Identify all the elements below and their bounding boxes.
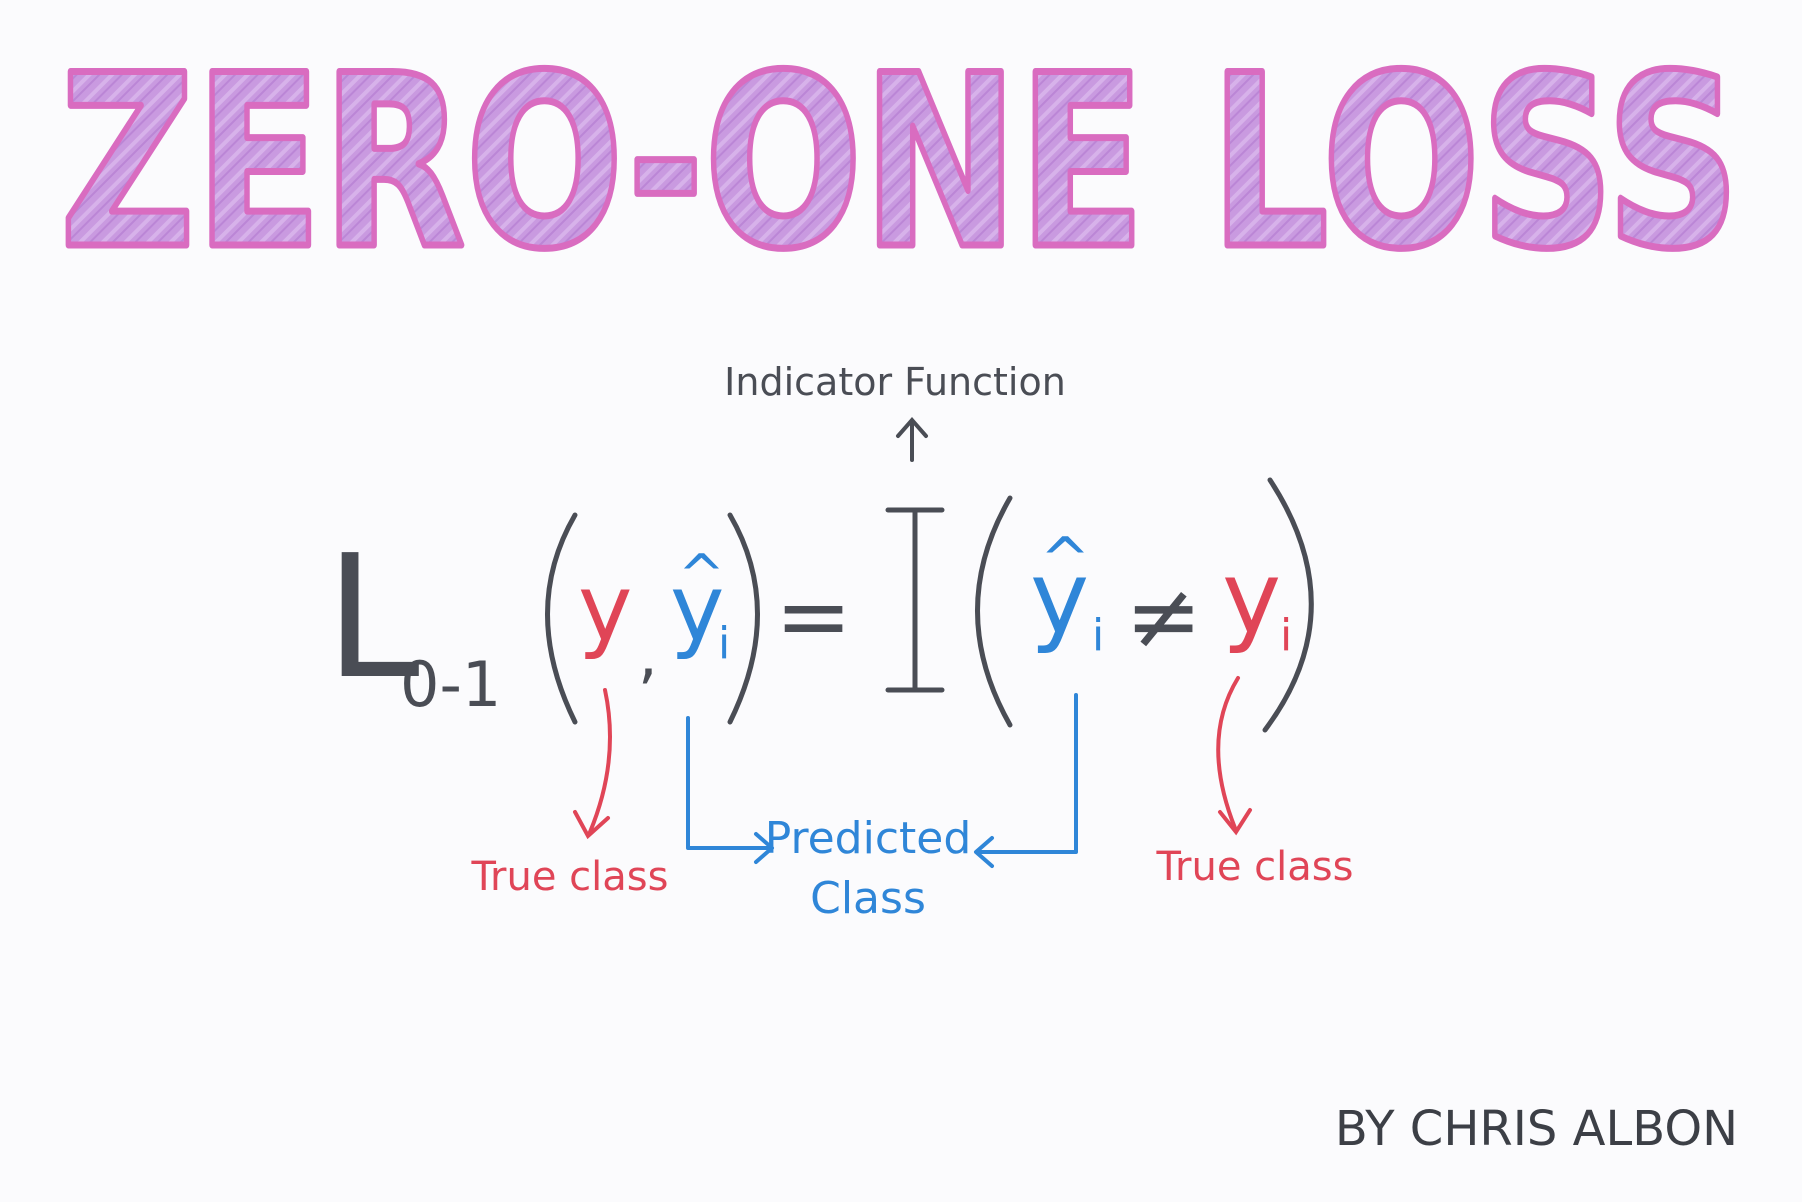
indicator-symbol — [885, 507, 945, 693]
left-open-paren — [545, 512, 578, 725]
true-class-label-left: True class — [471, 854, 669, 900]
index-i-left: i — [718, 618, 730, 669]
predicted-class-label-line1: Predicted — [765, 813, 972, 864]
predicted-class-label-line2: Class — [810, 873, 926, 924]
predicted-arrow-right-icon — [974, 693, 1078, 868]
right-open-paren — [975, 495, 1013, 728]
predicted-arrow-left-icon — [686, 716, 774, 864]
loss-subscript: 0-1 — [400, 648, 501, 721]
right-close-paren — [1262, 477, 1314, 733]
hat-right: ^ — [1040, 525, 1090, 595]
byline: BY CHRIS ALBON — [1335, 1101, 1738, 1157]
left-close-paren — [727, 512, 760, 725]
equals-sign: = — [775, 563, 852, 670]
true-class-arrow-right-icon — [1216, 676, 1252, 836]
index-i-right-true: i — [1280, 610, 1292, 661]
comma: , — [638, 618, 658, 691]
index-i-right: i — [1092, 610, 1104, 661]
true-class-arrow-left-icon — [573, 688, 612, 840]
indicator-arrow-up-icon — [896, 416, 928, 462]
pred-label-y-right: y — [1030, 539, 1089, 656]
loss-symbol: L — [325, 519, 420, 717]
title: ZERO-ONE LOSS — [60, 25, 1740, 302]
true-label-y: y — [578, 555, 632, 662]
hat-left: ^ — [678, 543, 725, 608]
indicator-function-label: Indicator Function — [724, 360, 1066, 404]
true-class-label-right: True class — [1156, 844, 1354, 890]
true-label-y-right: y — [1222, 539, 1281, 656]
not-equal-sign: ≠ — [1125, 563, 1202, 670]
pred-label-y-left: y — [670, 555, 724, 662]
